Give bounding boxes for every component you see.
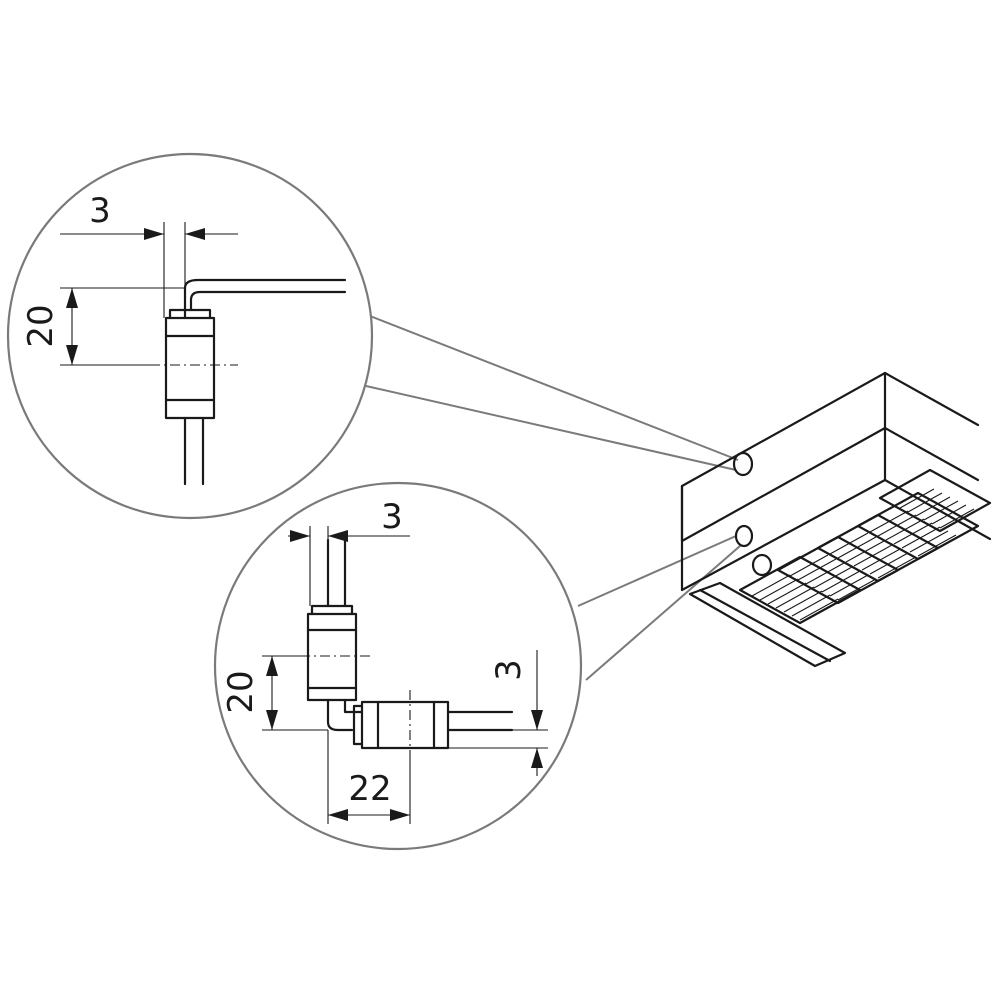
- bottom-elbow-outer: [326, 698, 354, 732]
- top-dim-gap-label: 3: [89, 191, 111, 231]
- cabinet-rail-inner: [698, 588, 832, 663]
- bottom-dim-gap-arrow-left: [290, 530, 310, 542]
- bottom-connector-block: [306, 612, 358, 702]
- bottom-dim-width-arrow-right: [390, 809, 410, 821]
- compartment-2: [776, 535, 900, 605]
- compartment-3: [816, 513, 940, 583]
- cabinet-top-edge: [883, 371, 980, 427]
- drawer-grid: [738, 468, 992, 625]
- cabinet-mid-edge: [883, 426, 980, 482]
- bottom-dim-height-arrow-bottom: [266, 710, 278, 730]
- compartment-4: [856, 491, 980, 561]
- detail-circle-top: 3 20: [6, 152, 374, 520]
- bottom-dim-height-arrow-top: [266, 656, 278, 676]
- leader-bottom-upper: [577, 535, 737, 607]
- cabinet-front-panel: [680, 371, 887, 543]
- cabinet-lower-front-edge: [680, 478, 887, 592]
- bottom-dim-height-label: 20: [221, 670, 261, 713]
- bottom-horizontal-block: [360, 700, 450, 750]
- leader-top-upper: [369, 315, 739, 461]
- top-dim-height-arrow-top: [66, 288, 78, 308]
- detail-circle-bottom: 3 20 3 22: [213, 481, 583, 851]
- cabinet-isometric: [680, 371, 992, 668]
- hole-lower: [734, 524, 754, 548]
- leader-top-lower: [365, 385, 737, 471]
- top-dim-gap-arrow-left: [144, 228, 164, 240]
- top-connector-block: [164, 316, 216, 420]
- compartment-5: [878, 468, 992, 533]
- top-dim-gap-arrow-right: [185, 228, 205, 240]
- cabinet-rail: [688, 581, 847, 668]
- bottom-connector-cap: [310, 604, 354, 616]
- top-connector-cap: [168, 308, 212, 320]
- bottom-horizontal-cap: [352, 704, 364, 746]
- compartment-hatching: [751, 488, 975, 621]
- bottom-dim-gap-label: 3: [381, 497, 403, 537]
- bottom-dim-width-arrow-left: [328, 809, 348, 821]
- bottom-dim-width-label: 22: [348, 769, 391, 809]
- bottom-dim-drop-arrow-bottom: [531, 748, 543, 768]
- bottom-horizontal-legs: [446, 710, 514, 732]
- bottom-dim-gap-arrow-right: [328, 530, 348, 542]
- top-dim-height-arrow-bottom: [66, 345, 78, 365]
- bottom-connector-legs: [326, 538, 347, 608]
- top-dim-height-label: 20: [21, 304, 61, 347]
- bottom-dim-drop-arrow-top: [531, 710, 543, 730]
- top-profile-inner-line: [189, 290, 347, 312]
- top-connector-legs: [183, 416, 205, 486]
- leader-bottom-lower: [585, 545, 741, 681]
- compartment-1: [738, 555, 862, 625]
- magnifier-circle-bottom: [213, 481, 583, 851]
- hole-upper: [732, 451, 754, 477]
- bottom-dim-drop-label: 3: [489, 659, 529, 681]
- leader-lines: [365, 315, 741, 681]
- hole-bottom: [751, 553, 773, 577]
- bottom-elbow-inner: [343, 698, 364, 714]
